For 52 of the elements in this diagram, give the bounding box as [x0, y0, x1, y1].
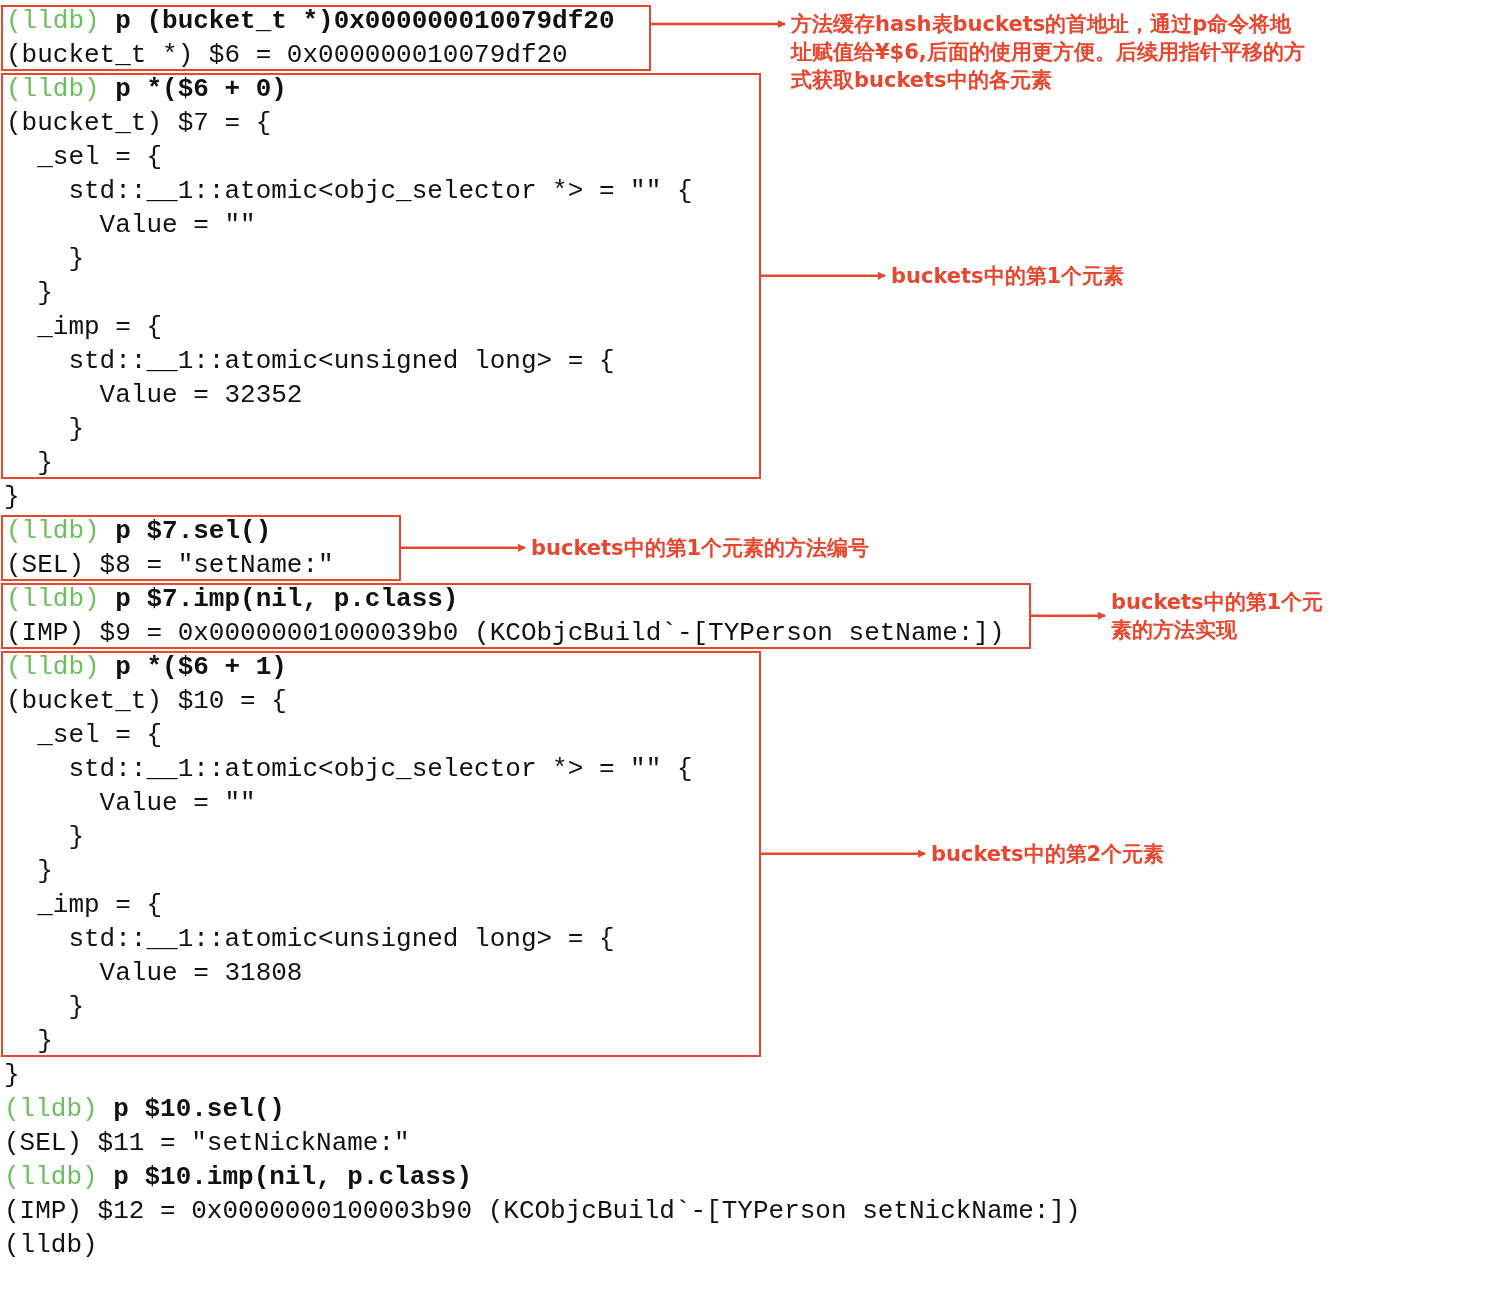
annotation-text: buckets中的第1个元素的方法实现 — [1111, 587, 1336, 644]
console-line: _imp = { — [36, 891, 163, 918]
console-line: std::__1::atomic<objc_selector *> = "" { — [67, 755, 693, 782]
console-line: (lldb) p (bucket_t *)0x000000010079df20 — [6, 7, 615, 34]
arrow — [401, 543, 526, 552]
console-line: } — [67, 993, 84, 1020]
arrow — [1031, 611, 1106, 620]
highlight-box — [1, 650, 761, 1057]
console-line: (lldb) p $10.sel() — [4, 1096, 285, 1122]
arrow — [651, 20, 786, 28]
arrow — [761, 271, 886, 280]
console-line: Value = "" — [98, 211, 256, 238]
annotation-text: buckets中的第1个元素的方法编号 — [531, 533, 951, 562]
annotation-text: buckets中的第1个元素 — [891, 261, 1231, 290]
console-line: std::__1::atomic<objc_selector *> = "" { — [67, 177, 693, 204]
console-line: (bucket_t) $10 = { — [6, 687, 287, 714]
console-line: } — [4, 484, 20, 510]
console-line: _sel = { — [36, 143, 163, 170]
console-line: } — [36, 1027, 53, 1054]
console-line: Value = 31808 — [98, 959, 303, 986]
console-line: Value = 32352 — [98, 381, 303, 408]
console-line: (SEL) $11 = "setNickName:" — [4, 1130, 410, 1156]
console-line: Value = "" — [98, 789, 256, 816]
highlight-box — [1, 514, 401, 581]
console-line: (lldb) — [4, 1232, 98, 1258]
annotation-text: buckets中的第2个元素 — [931, 839, 1271, 868]
console-line: (lldb) p $7.imp(nil, p.class) — [6, 585, 459, 612]
annotation-text: 方法缓存hash表buckets的首地址，通过p命令将地址赋值给¥$6,后面的使用更方便。后续用指针平移的方式获取buckets中的各元素 — [791, 10, 1311, 94]
console-line: _sel = { — [36, 721, 163, 748]
console-line: (lldb) p *($6 + 1) — [6, 653, 287, 680]
highlight-box — [1, 582, 1031, 649]
console-line: } — [67, 415, 84, 442]
console-line: (bucket_t) $7 = { — [6, 109, 272, 136]
console-line: (bucket_t *) $6 = 0x000000010079df20 — [6, 41, 568, 68]
console-line: } — [36, 279, 53, 306]
console-line: } — [4, 1062, 20, 1088]
console-line: } — [67, 823, 84, 850]
console-line: (lldb) p $7.sel() — [6, 517, 272, 544]
console-line: _imp = { — [36, 313, 163, 340]
highlight-box — [1, 72, 761, 479]
console-line: (IMP) $12 = 0x0000000100003b90 (KCObjcBuild`-[TYPerson setNickName:]) — [4, 1198, 1081, 1224]
console-line: } — [36, 857, 53, 884]
console-line: } — [67, 245, 84, 272]
console-line: (IMP) $9 = 0x00000001000039b0 (KCObjcBuild`-[TYPerson setName:]) — [6, 619, 1005, 646]
console-line: (lldb) p *($6 + 0) — [6, 75, 287, 102]
highlight-box — [1, 4, 651, 71]
console-line: (SEL) $8 = "setName:" — [6, 551, 334, 578]
console-line: std::__1::atomic<unsigned long> = { — [67, 925, 615, 952]
console-line: std::__1::atomic<unsigned long> = { — [67, 347, 615, 374]
console-line: (lldb) p $10.imp(nil, p.class) — [4, 1164, 473, 1190]
console-line: } — [36, 449, 53, 476]
arrow — [761, 849, 926, 858]
